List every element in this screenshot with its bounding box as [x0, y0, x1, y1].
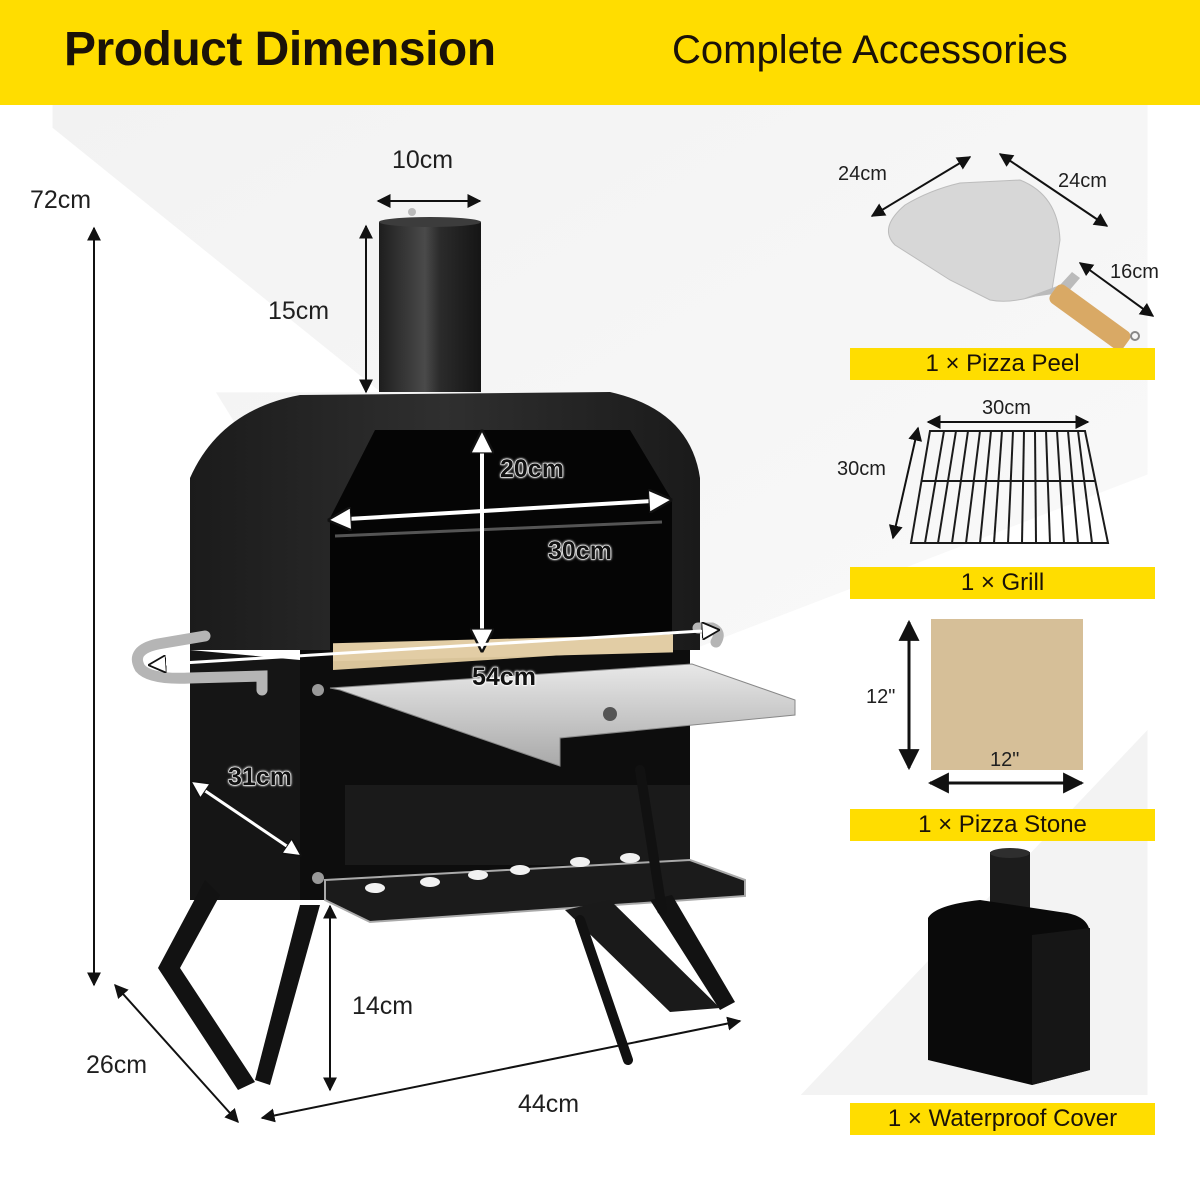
stone-dim-height: 12": [866, 686, 896, 708]
dim-overall-width: 54cm: [472, 663, 537, 692]
dim-chimney-diameter: 10cm: [392, 146, 454, 174]
accessory-label-waterproof-cover: 1 × Waterproof Cover: [850, 1103, 1155, 1135]
stone-dim-width: 12": [990, 749, 1020, 771]
accessories-title: Complete Accessories: [672, 28, 1068, 72]
dim-chamber-width: 30cm: [548, 537, 613, 566]
dim-base-depth: 26cm: [86, 1051, 148, 1079]
peel-dim-width: 24cm: [838, 163, 887, 185]
peel-dim-length: 24cm: [1058, 170, 1107, 192]
grill-icon: [909, 430, 1110, 544]
dim-leg-height: 14cm: [352, 992, 414, 1020]
grill-dim-width: 30cm: [982, 397, 1031, 419]
header-banner: Product Dimension Complete Accessories: [0, 0, 1200, 105]
pizza-peel-icon: [887, 179, 1140, 351]
dim-total-height: 72cm: [30, 186, 92, 214]
accessory-label-pizza-stone: 1 × Pizza Stone: [850, 809, 1155, 841]
dim-chimney-height: 15cm: [268, 297, 330, 325]
page-title: Product Dimension: [64, 23, 496, 76]
waterproof-cover-icon: [928, 848, 1090, 1085]
pizza-stone-icon: [931, 619, 1083, 770]
grill-dim-depth: 30cm: [837, 458, 886, 480]
dim-side-depth: 31cm: [228, 763, 293, 792]
dim-chamber-height: 20cm: [500, 455, 565, 484]
accessory-label-grill: 1 × Grill: [850, 567, 1155, 599]
dim-base-width: 44cm: [518, 1090, 580, 1118]
accessory-label-pizza-peel: 1 × Pizza Peel: [850, 348, 1155, 380]
peel-dim-handle: 16cm: [1110, 261, 1159, 283]
